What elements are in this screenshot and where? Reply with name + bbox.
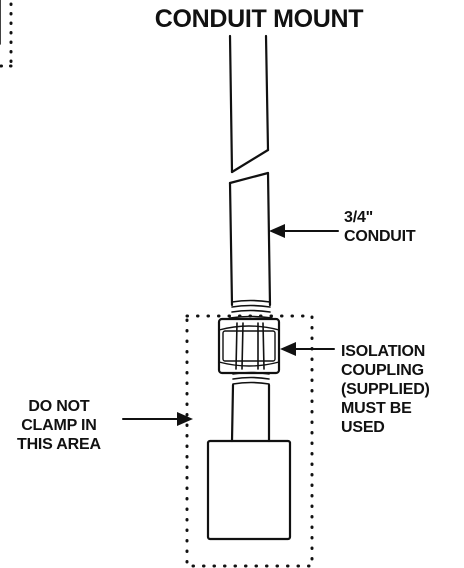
clamp-warning-label: DO NOT CLAMP IN THIS AREA xyxy=(17,398,101,453)
coupling-label: ISOLATION COUPLING (SUPPLIED) MUST BE US… xyxy=(341,343,430,436)
conduit-stub xyxy=(230,383,271,443)
diagram-title: CONDUIT MOUNT xyxy=(154,5,364,33)
no-clamp-zone xyxy=(185,314,314,568)
clamp-arrow xyxy=(122,412,193,426)
lower-threads xyxy=(232,371,270,385)
conduit-arrow xyxy=(269,224,339,238)
conduit-label: 3/4" CONDUIT xyxy=(344,209,416,245)
conduit-lower xyxy=(228,171,272,307)
top-left-dotted-frame xyxy=(0,2,13,68)
conduit-upper xyxy=(228,34,270,174)
isolation-coupling xyxy=(217,317,281,375)
coupling-arrow xyxy=(280,342,335,356)
device-housing xyxy=(206,439,292,541)
